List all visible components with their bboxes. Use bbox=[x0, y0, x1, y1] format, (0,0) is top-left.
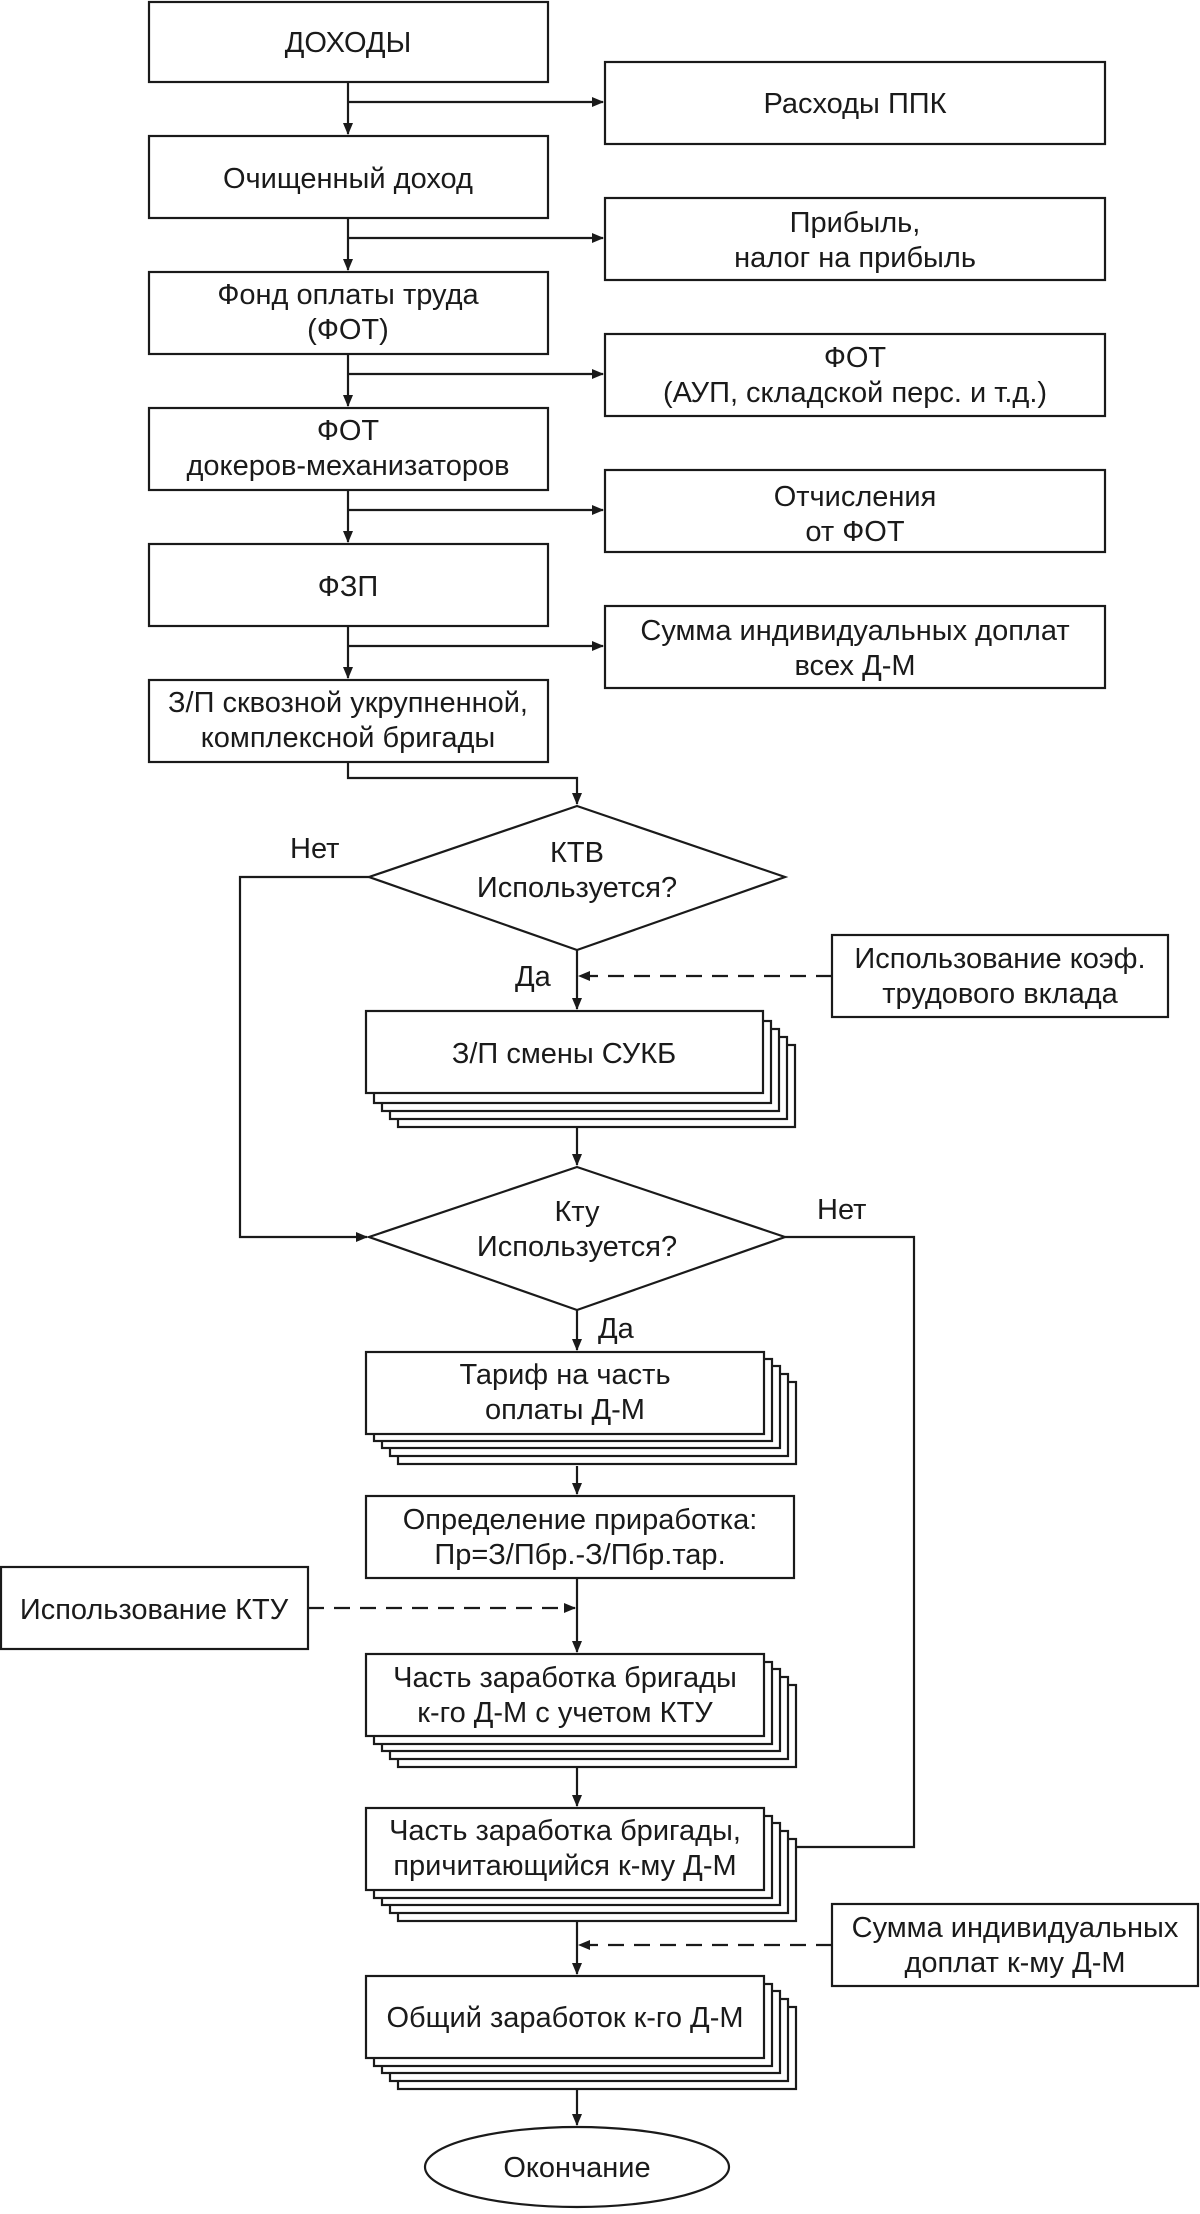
node-fzp: ФЗП bbox=[147, 542, 550, 628]
svg-text:Используется?: Используется? bbox=[477, 872, 677, 904]
svg-text:комплексной бригады: комплексной бригады bbox=[201, 722, 496, 754]
svg-text:Фонд оплаты труда: Фонд оплаты труда bbox=[217, 279, 479, 311]
svg-text:ФОТ: ФОТ bbox=[824, 342, 887, 374]
svg-text:Окончание: Окончание bbox=[503, 2152, 650, 2184]
node-indiv-k: Сумма индивидуальных доплат к-му Д-М bbox=[830, 1902, 1200, 1988]
node-fot: Фонд оплаты труда (ФОТ) bbox=[147, 270, 550, 356]
node-deductions: Отчисления от ФОТ bbox=[603, 468, 1107, 554]
svg-text:КТВ: КТВ bbox=[550, 837, 604, 869]
svg-text:Расходы ППК: Расходы ППК bbox=[763, 88, 946, 120]
edge-label-ktv-yes: Да bbox=[515, 961, 552, 993]
svg-text:Очищенный доход: Очищенный доход bbox=[223, 163, 473, 195]
svg-text:Использование коэф.: Использование коэф. bbox=[854, 943, 1145, 975]
node-ktv-usage: Использование коэф. трудового вклада bbox=[830, 933, 1170, 1019]
svg-text:докеров-механизаторов: докеров-механизаторов bbox=[187, 450, 510, 482]
svg-text:доплат к-му Д-М: доплат к-му Д-М bbox=[904, 1947, 1125, 1979]
svg-text:Пр=З/Пбр.-З/Пбр.тар.: Пр=З/Пбр.-З/Пбр.тар. bbox=[434, 1539, 725, 1571]
node-indiv-all: Сумма индивидуальных доплат всех Д-М bbox=[603, 604, 1107, 690]
decision-ktu: Кту Используется? bbox=[365, 1165, 789, 1312]
svg-text:от ФОТ: от ФОТ bbox=[805, 516, 904, 548]
node-shift-pay: З/П смены СУКБ bbox=[364, 1009, 797, 1129]
svg-text:всех Д-М: всех Д-М bbox=[794, 650, 915, 682]
svg-text:Тариф на часть: Тариф на часть bbox=[459, 1359, 670, 1391]
svg-text:ФЗП: ФЗП bbox=[318, 571, 378, 603]
svg-text:Часть заработка бригады: Часть заработка бригады bbox=[393, 1662, 737, 1694]
svg-text:оплаты Д-М: оплаты Д-М bbox=[485, 1394, 645, 1426]
svg-text:налог на прибыль: налог на прибыль bbox=[734, 242, 976, 274]
svg-text:З/П смены СУКБ: З/П смены СУКБ bbox=[452, 1038, 676, 1070]
node-end: Окончание bbox=[423, 2125, 731, 2209]
svg-text:Часть заработка бригады,: Часть заработка бригады, bbox=[389, 1815, 741, 1847]
node-tariff: Тариф на часть оплаты Д-М bbox=[364, 1350, 798, 1466]
svg-text:Прибыль,: Прибыль, bbox=[790, 207, 921, 239]
node-net-income: Очищенный доход bbox=[147, 134, 550, 220]
edge-label-ktu-yes: Да bbox=[598, 1313, 635, 1345]
node-fot-dockers: ФОТ докеров-механизаторов bbox=[147, 406, 550, 492]
svg-text:Сумма индивидуальных доплат: Сумма индивидуальных доплат bbox=[640, 615, 1069, 647]
node-fot-aup: ФОТ (АУП, складской перс. и т.д.) bbox=[603, 332, 1107, 418]
svg-text:Кту: Кту bbox=[554, 1196, 600, 1228]
svg-text:(АУП, складской перс. и т.д.): (АУП, складской перс. и т.д.) bbox=[663, 377, 1047, 409]
edge-label-ktu-no: Нет bbox=[817, 1194, 866, 1226]
node-brigade-pay: З/П сквозной укрупненной, комплексной бр… bbox=[147, 678, 550, 764]
svg-text:Использование КТУ: Использование КТУ bbox=[20, 1594, 289, 1626]
node-part-ktu: Часть заработка бригады к-го Д-М с учето… bbox=[364, 1652, 798, 1769]
svg-text:к-го Д-М с учетом КТУ: к-го Д-М с учетом КТУ bbox=[417, 1697, 713, 1729]
svg-text:ФОТ: ФОТ bbox=[317, 415, 380, 447]
svg-text:ДОХОДЫ: ДОХОДЫ bbox=[285, 27, 412, 59]
svg-text:Отчисления: Отчисления bbox=[774, 481, 937, 513]
svg-text:З/П сквозной укрупненной,: З/П сквозной укрупненной, bbox=[168, 687, 528, 719]
node-total-earnings: Общий заработок к-го Д-М bbox=[364, 1974, 798, 2091]
svg-text:Определение приработка:: Определение приработка: bbox=[403, 1504, 758, 1536]
node-extra-earnings: Определение приработка: Пр=З/Пбр.-З/Пбр.… bbox=[364, 1494, 796, 1580]
node-part-due: Часть заработка бригады, причитающийся к… bbox=[364, 1806, 798, 1923]
svg-text:трудового вклада: трудового вклада bbox=[882, 978, 1118, 1010]
edge-label-ktv-no: Нет bbox=[290, 833, 339, 865]
node-income: ДОХОДЫ bbox=[147, 0, 550, 84]
svg-text:Общий заработок к-го Д-М: Общий заработок к-го Д-М bbox=[386, 2002, 743, 2034]
node-ppk-expenses: Расходы ППК bbox=[603, 60, 1107, 146]
svg-text:(ФОТ): (ФОТ) bbox=[307, 314, 389, 346]
svg-text:Используется?: Используется? bbox=[477, 1231, 677, 1263]
svg-text:причитающийся к-му Д-М: причитающийся к-му Д-М bbox=[393, 1850, 736, 1882]
connectors bbox=[238, 82, 916, 2126]
svg-text:Сумма индивидуальных: Сумма индивидуальных bbox=[852, 1912, 1179, 1944]
node-profit: Прибыль, налог на прибыль bbox=[603, 196, 1107, 282]
node-ktu-usage: Использование КТУ bbox=[0, 1565, 310, 1651]
decision-ktv: КТВ Используется? bbox=[365, 804, 789, 952]
